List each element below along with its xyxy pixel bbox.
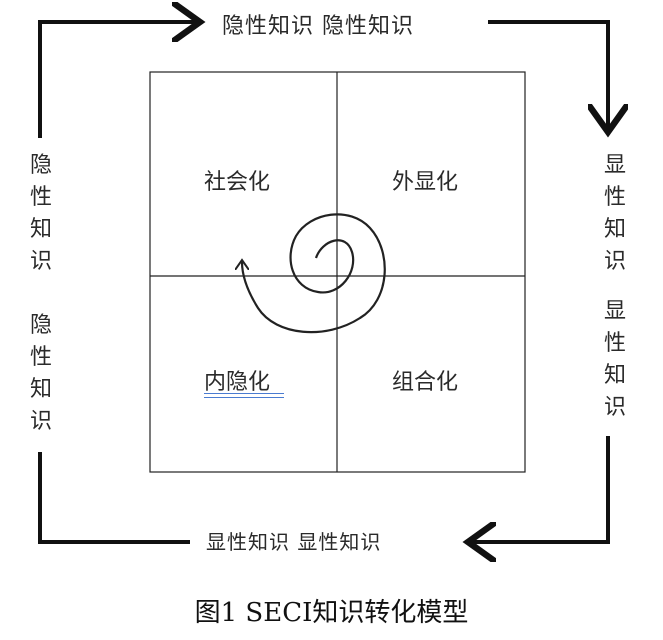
quadrant-externalization: 外显化 (392, 170, 459, 195)
left-label-b: 隐性知识 (29, 313, 52, 434)
arrow-top-right (488, 20, 608, 128)
figure-caption: 图1 SECI知识转化模型 (194, 598, 469, 628)
bottom-label: 显性知识 显性知识 (206, 530, 382, 554)
top-label: 隐性知识 隐性知识 (222, 14, 414, 39)
spiral-curve (242, 213, 386, 334)
quadrant-socialization: 社会化 (204, 170, 271, 195)
left-label-a: 隐性知识 (29, 153, 52, 274)
quadrant-internalization: 内隐化 (204, 370, 271, 395)
right-label-a: 显性知识 (603, 153, 626, 274)
arrow-top-left (38, 22, 196, 138)
arrow-bottom-right (472, 436, 610, 542)
quadrant-combination: 组合化 (392, 370, 459, 395)
arrow-bottom-left (38, 452, 190, 544)
right-label-b: 显性知识 (603, 299, 626, 420)
internalization-underline (204, 393, 284, 398)
